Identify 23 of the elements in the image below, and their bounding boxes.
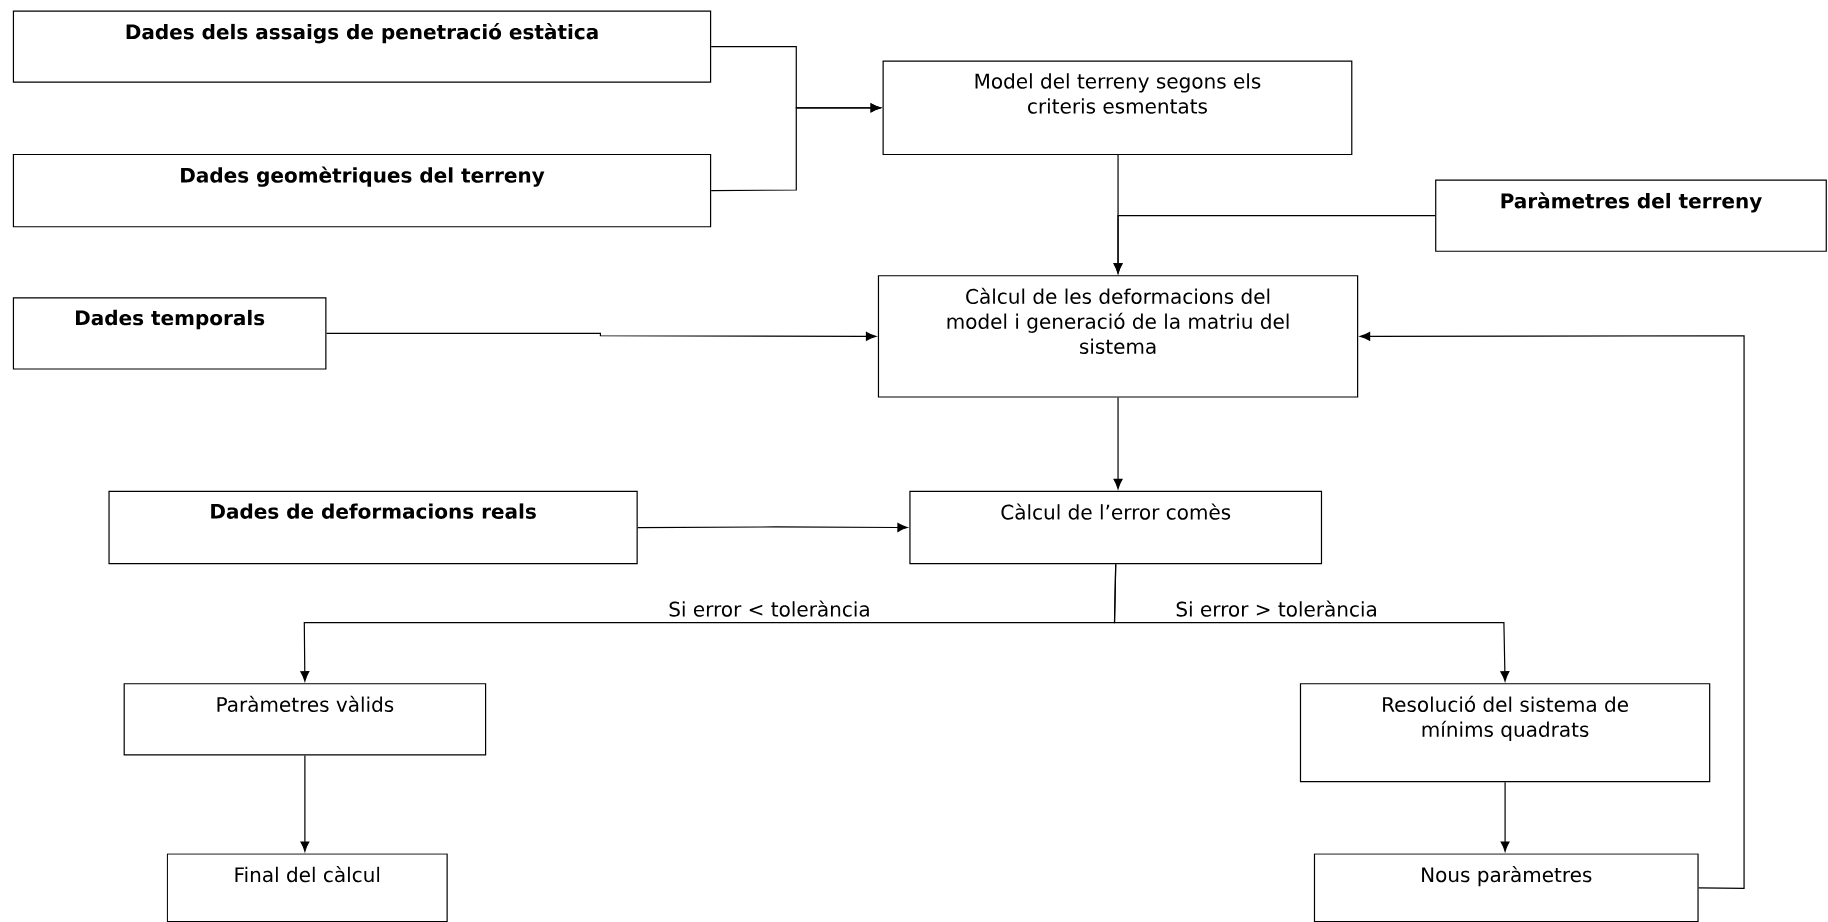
process-box: Dades dels assaigs de penetració estàtica [12, 10, 712, 83]
arrow [1113, 563, 1510, 682]
process-box: Càlcul de l’error comès [909, 490, 1323, 565]
process-box: Paràmetres del terreny [1435, 179, 1827, 252]
process-box: Dades de deformacions reals [108, 490, 638, 565]
arrow [300, 754, 310, 852]
process-box: Dades temporals [12, 297, 327, 370]
arrow [1113, 396, 1123, 490]
arrow [1359, 331, 1745, 889]
process-box: Final del càlcul [166, 853, 448, 922]
process-box: Càlcul de les deformacions del model i generació de la matriu del sistema [877, 275, 1359, 398]
arrow [1500, 781, 1510, 852]
edge-label: Si error < tolerància [666, 598, 873, 619]
arrow [1113, 215, 1436, 274]
edge-label: Si error > tolerància [1173, 598, 1380, 619]
arrow [710, 103, 881, 192]
arrow [637, 523, 908, 532]
process-box: Nous paràmetres [1313, 853, 1699, 922]
process-box: Resolució del sistema de mínims quadrats [1299, 683, 1711, 783]
process-box: Paràmetres vàlids [123, 683, 487, 756]
process-box: Model del terreny segons els criteris esmentats [882, 60, 1353, 156]
arrow [325, 331, 877, 341]
process-box: Dades geomètriques del terreny [12, 153, 712, 228]
